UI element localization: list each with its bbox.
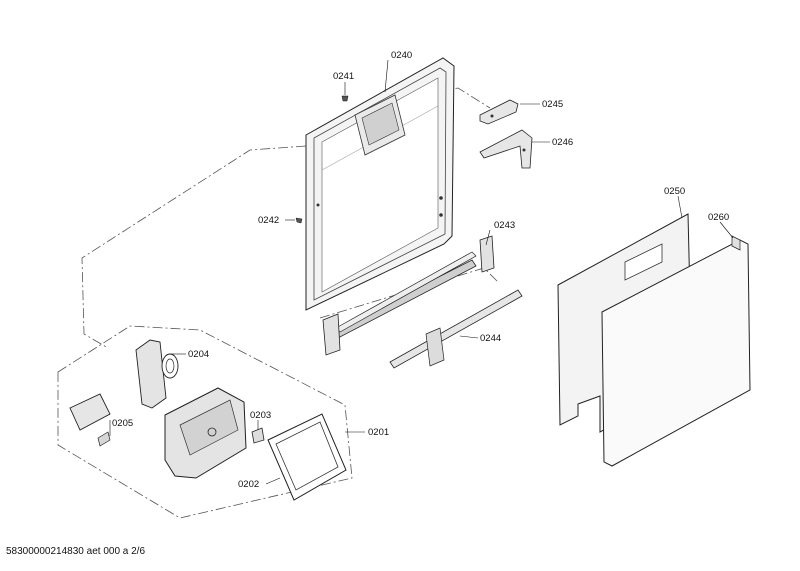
label-0246: 0246 — [552, 137, 573, 148]
cover-0204 — [135, 339, 179, 409]
label-0201: 0201 — [368, 427, 389, 438]
label-0244: 0244 — [480, 333, 501, 344]
dispenser-housing-0201 — [164, 387, 247, 479]
inner-door-panel — [305, 57, 455, 311]
outer-door-0260 — [601, 235, 751, 467]
label-0204: 0204 — [188, 349, 209, 360]
label-0243: 0243 — [494, 220, 515, 231]
hinge-part-0246 — [479, 129, 533, 169]
phantom-outline-dispenser-group — [57, 325, 353, 519]
door-rail-0243 — [322, 235, 495, 356]
label-0203: 0203 — [250, 410, 271, 421]
hinge-part-0245 — [479, 99, 519, 125]
leader-lines — [109, 59, 734, 485]
document-id: 58300000214830 aet 000 a 2/6 — [6, 546, 146, 557]
label-0202: 0202 — [238, 479, 259, 490]
label-0250: 0250 — [664, 186, 685, 197]
part-labels: 0240 0241 0242 0243 0244 0245 0246 0250 … — [112, 50, 729, 490]
part-0203 — [251, 427, 265, 444]
label-0241: 0241 — [333, 71, 354, 82]
phantom-line-door-left — [81, 145, 307, 349]
screw-0241 — [341, 95, 349, 102]
label-0242: 0242 — [258, 215, 279, 226]
label-0205: 0205 — [112, 418, 133, 429]
label-0240: 0240 — [391, 50, 412, 61]
part-0205 — [69, 393, 111, 447]
gasket-0202 — [267, 413, 347, 501]
label-0245: 0245 — [542, 99, 563, 110]
screw-0242 — [295, 217, 303, 224]
bracket-0244 — [389, 289, 523, 369]
label-0260: 0260 — [708, 212, 729, 223]
